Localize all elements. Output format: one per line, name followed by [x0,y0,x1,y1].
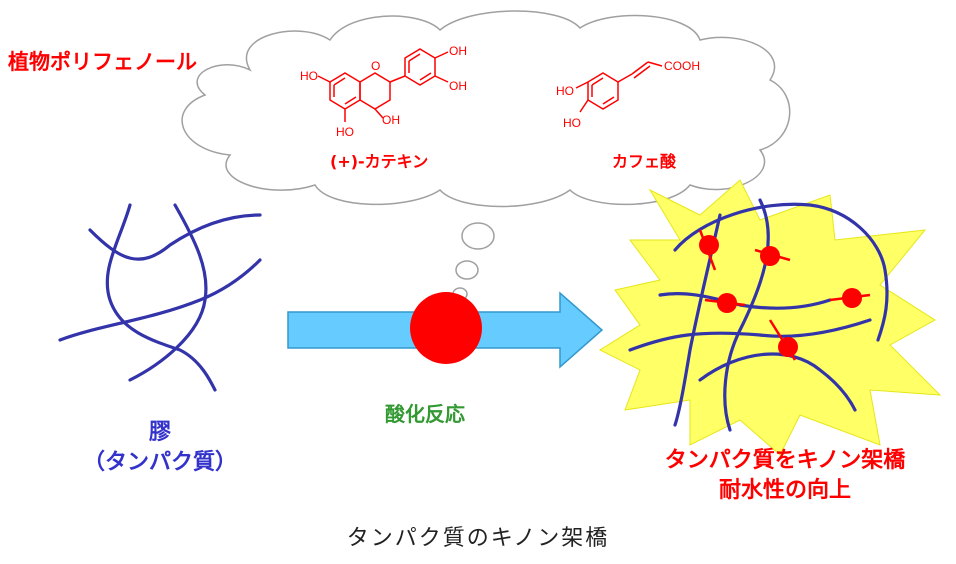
crosslink-burst [598,179,942,456]
oxidation-label: 酸化反応 [385,402,465,426]
caffeic-ho-2: HO [563,116,581,130]
thought-bubble-large [461,222,495,250]
quinone-nodes [699,235,862,357]
catechin-ho-bottom: HO [336,125,354,139]
quinone-node [778,337,798,357]
quinone-node [842,288,862,308]
glue-label-line2: （タンパク質） [82,450,237,475]
glue-protein-label: 膠 （タンパク質） [0,418,320,478]
quinone-node [717,293,737,313]
crosslink-label-line2: 耐水性の向上 [718,478,851,503]
catechin-oh-2: OH [449,79,467,93]
caffeic-ho-1: HO [556,84,574,98]
caffeic-acid-structure: HO HO COOH [556,59,700,130]
thought-bubble-medium [455,260,479,280]
polyphenol-title: 植物ポリフェノール [8,50,197,74]
quinone-node [760,246,780,266]
catechin-oh-3: OH [382,113,400,127]
catechin-ring-o: O [371,59,380,73]
catechin-structure: HO O OH OH OH HO [300,44,467,139]
catechin-label: (+)-カテキン [330,152,429,171]
crosslink-label-line1: タンパク質をキノン架橋 [664,448,906,473]
protein-network-right [628,198,889,432]
thought-cloud [181,10,791,208]
caffeic-cooh: COOH [664,59,700,73]
glue-label-line1: 膠 [148,420,171,445]
crosslink-label: タンパク質をキノン架橋 耐水性の向上 [620,446,950,506]
polyphenol-dot [410,292,482,364]
caffeic-acid-label: カフェ酸 [612,152,677,171]
catechin-oh-1: OH [449,44,467,58]
figure-caption: タンパク質のキノン架橋 [346,526,610,551]
protein-network-left [58,203,262,392]
quinone-node [699,235,719,255]
catechin-ho-left: HO [300,69,318,83]
